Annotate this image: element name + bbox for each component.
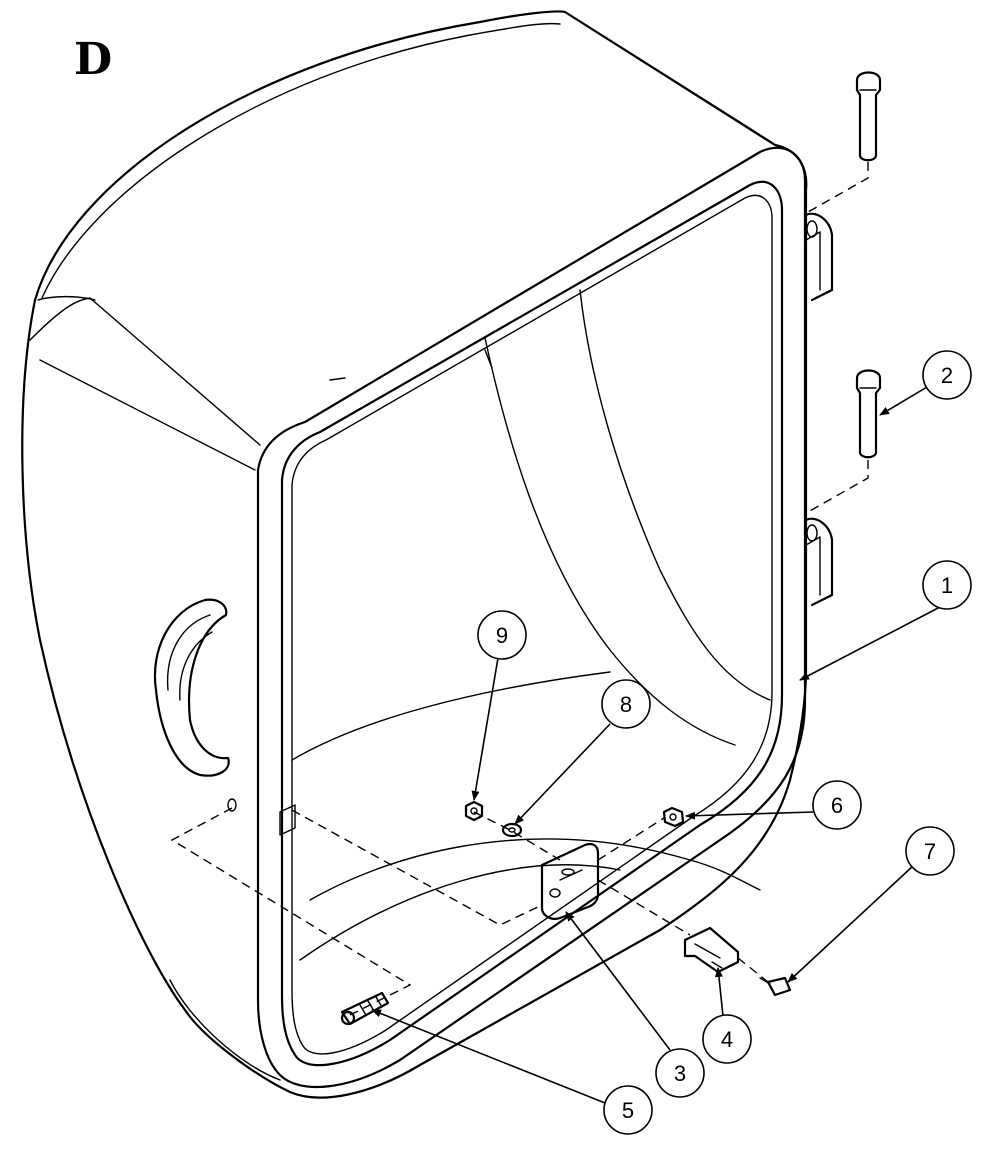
nut-6 <box>662 806 685 828</box>
hinge-pin-lower <box>807 369 882 513</box>
catch-bracket <box>683 926 740 974</box>
callout-label-9: 9 <box>496 623 508 648</box>
callout-label-4: 4 <box>721 1027 733 1052</box>
washer-8 <box>501 822 523 838</box>
housing-shell <box>21 10 834 1099</box>
callout-label-6: 6 <box>831 793 843 818</box>
callout-label-8: 8 <box>620 692 632 717</box>
hinge-pin-top <box>807 71 882 213</box>
callout-9: 9 <box>471 610 527 801</box>
callout-label-2: 2 <box>941 363 953 388</box>
callout-6: 6 <box>685 780 862 830</box>
nut-9 <box>464 800 484 822</box>
callout-label-5: 5 <box>622 1098 634 1123</box>
callout-5: 5 <box>371 1009 653 1135</box>
view-letter: D <box>74 34 112 85</box>
callout-label-7: 7 <box>924 839 936 864</box>
callout-2: 2 <box>879 350 972 416</box>
callout-label-3: 3 <box>674 1061 686 1086</box>
callout-label-1: 1 <box>941 573 953 598</box>
callout-4: 4 <box>702 967 752 1064</box>
bolt <box>340 991 390 1026</box>
callout-1: 1 <box>799 560 972 681</box>
screw-7 <box>759 976 792 997</box>
callout-8: 8 <box>514 679 651 825</box>
assembly-lines <box>170 807 769 1016</box>
callout-7: 7 <box>787 826 955 983</box>
latch-plate <box>540 842 600 920</box>
callout-3: 3 <box>565 911 705 1098</box>
